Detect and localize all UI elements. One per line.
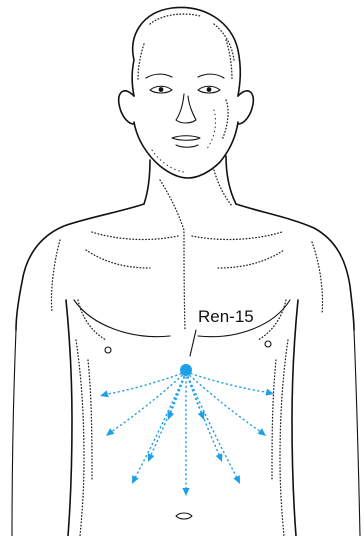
left-shoulder [16, 204, 144, 330]
left-pectoral [74, 300, 170, 337]
head-outline [132, 7, 240, 96]
label-leader [190, 330, 196, 356]
mouth [172, 136, 200, 141]
ren-15-point: Ren-15 [180, 307, 254, 376]
navel [176, 513, 192, 519]
ren-15-label: Ren-15 [198, 307, 254, 326]
ray-arrowhead [106, 428, 115, 436]
ray-line [135, 372, 186, 479]
left-nipple [105, 347, 111, 353]
ray-arrowhead [167, 411, 174, 420]
clavicle-shading [51, 232, 322, 314]
head [119, 7, 254, 178]
right-ear [238, 91, 253, 124]
right-pupil [207, 87, 212, 92]
left-arm [12, 330, 16, 536]
ray-arrowhead [182, 488, 189, 496]
right-nipple [265, 341, 271, 347]
ray-line [106, 372, 186, 394]
sternum-line [184, 232, 185, 330]
neck-right [226, 156, 236, 204]
lower-lip [176, 145, 198, 147]
face-shading [152, 110, 216, 172]
right-eyebrow [198, 74, 224, 78]
left-eyebrow [146, 74, 172, 78]
scalp-shading [138, 14, 234, 140]
right-arm [354, 330, 360, 536]
right-side [292, 300, 298, 536]
ray-line [186, 372, 261, 432]
nose [176, 94, 196, 123]
left-flank-shading [76, 340, 92, 536]
right-flank-shading [272, 340, 288, 536]
ray-line [186, 372, 237, 479]
chest-shading [78, 250, 286, 340]
radiating-arrows [100, 372, 274, 496]
left-side [66, 300, 72, 536]
neck-left [144, 160, 150, 204]
ray-arrowhead [258, 428, 267, 436]
ray-arrowhead [265, 389, 274, 396]
ray-arrowhead [100, 390, 109, 397]
neck [144, 156, 236, 230]
ray-line [111, 372, 186, 432]
left-pupil [159, 87, 164, 92]
left-ear [119, 91, 134, 124]
neck-shading [160, 170, 232, 230]
